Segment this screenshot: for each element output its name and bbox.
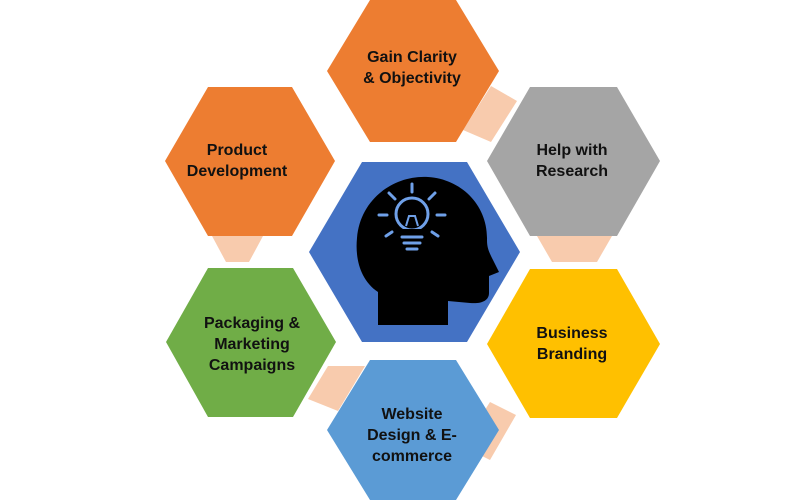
hexagon-business-branding: [487, 269, 660, 418]
connector-pack-product: [212, 236, 263, 262]
label-gain-clarity: Gain Clarity & Objectivity: [337, 47, 487, 89]
label-help-research: Help with Research: [497, 140, 647, 182]
connector-gain-help: [463, 86, 517, 142]
label-line: Help with: [536, 142, 608, 159]
label-line: Gain Clarity: [367, 49, 457, 66]
label-line: commerce: [371, 448, 453, 465]
head-lightbulb-icon: [356, 176, 499, 325]
hexagon-packaging-marketing: [166, 268, 336, 417]
connector-help-brand: [537, 236, 612, 262]
label-packaging-marketing: Packaging & Marketing Campaigns: [175, 313, 329, 376]
label-product-development: Product Development: [162, 140, 312, 182]
label-line: Product: [206, 142, 268, 159]
hexagon-gain-clarity: [327, 0, 499, 142]
label-line: Marketing: [214, 336, 290, 353]
label-line: Design & E-: [367, 427, 457, 444]
label-line: Packaging &: [203, 315, 301, 332]
label-line: Website: [381, 406, 443, 423]
label-line: Branding: [536, 346, 608, 363]
label-line: & Objectivity: [363, 70, 461, 87]
label-business-branding: Business Branding: [497, 323, 647, 365]
label-line: Business: [536, 325, 608, 342]
hexagon-website-design: [327, 360, 499, 500]
hexagon-help-research: [487, 87, 660, 236]
hexagon-product-development: [165, 87, 335, 236]
label-line: Campaigns: [208, 357, 296, 374]
label-line: Research: [535, 163, 609, 180]
label-line: Development: [186, 163, 288, 180]
label-website-design: Website Design & E- commerce: [337, 404, 487, 467]
connector-web-pack: [308, 366, 365, 411]
